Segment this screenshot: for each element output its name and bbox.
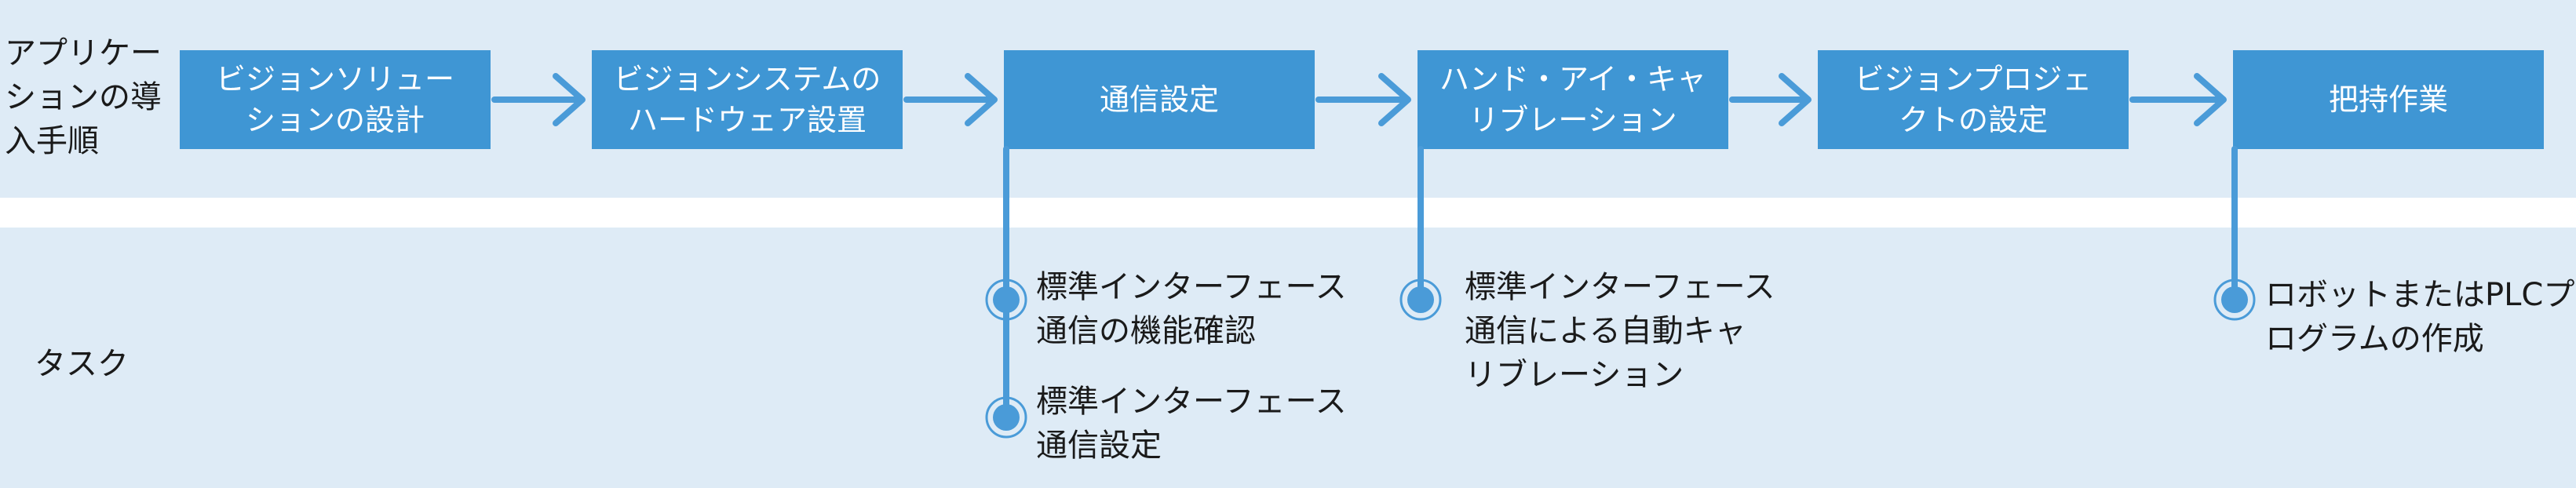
- task-bullet-ring: [985, 279, 1027, 321]
- task-bullet-ring: [985, 396, 1027, 439]
- arrow-head-2: [965, 73, 998, 126]
- arrow-head-4: [1779, 73, 1812, 126]
- arrow-head-3: [1378, 73, 1411, 126]
- procedure-row-label: アプリケー ションの導 入手順: [5, 35, 162, 159]
- task-interface-settings: 標準インターフェース 通信設定: [1036, 384, 1347, 464]
- task-bullet-dot: [1407, 286, 1434, 313]
- step-communication-settings: 通信設定: [1004, 50, 1315, 149]
- task-bullet-ring: [1399, 279, 1442, 321]
- task-robot-plc-program: ロボットまたはPLCプ ログラムの作成: [2265, 277, 2575, 357]
- step-vision-project-settings: ビジョンプロジェ クトの設定: [1818, 50, 2129, 149]
- task-auto-calibration: 標準インターフェース 通信による自動キャ リブレーション: [1465, 269, 1775, 393]
- task-bullet-dot: [2221, 286, 2248, 313]
- task-bullet-ring: [2213, 279, 2256, 321]
- step-hand-eye-calibration: ハンド・アイ・キャ リブレーション: [1418, 50, 1728, 149]
- step-grasping-work: 把持作業: [2233, 50, 2544, 149]
- arrow-head-5: [2194, 73, 2227, 126]
- task-row-label: タスク: [35, 346, 129, 382]
- arrow-head-1: [553, 73, 586, 126]
- task-bullet-dot: [993, 404, 1020, 431]
- task-bullet-dot: [993, 286, 1020, 313]
- task-band: [0, 228, 2576, 488]
- task-interface-function-check: 標準インターフェース 通信の機能確認: [1036, 269, 1347, 349]
- step-hardware-installation: ビジョンシステムの ハードウェア設置: [592, 50, 903, 149]
- step-vision-solution-design: ビジョンソリュー ションの設計: [180, 50, 491, 149]
